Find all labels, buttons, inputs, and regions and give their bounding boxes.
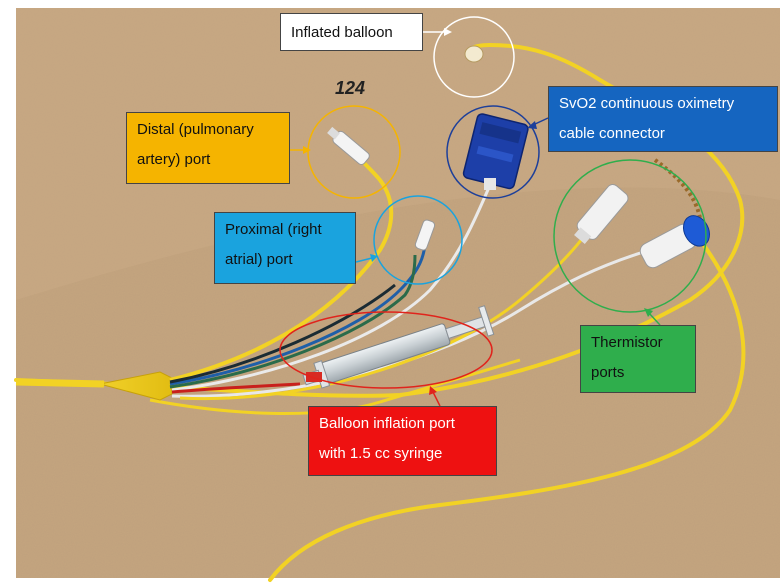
svo2-label-line-2: cable connector	[559, 125, 665, 142]
catheter-entry	[15, 378, 105, 388]
distal-port-label-line-1: Distal (pulmonary	[137, 121, 254, 138]
svo2-connector-label: SvO2 continuous oximetry cable connector	[548, 86, 778, 152]
thermistor-ports-label: Thermistor ports	[580, 325, 696, 393]
cardboard-shading	[16, 8, 780, 300]
lumen-red-balloon	[171, 382, 301, 394]
catheter-lower-sweep	[268, 238, 746, 582]
inflated-balloon-circle	[433, 16, 515, 98]
lumen-distal-yellow	[169, 148, 394, 382]
distal-port-label-line-2: artery) port	[137, 151, 211, 168]
balloon-label-line-1: Balloon inflation port	[319, 415, 455, 432]
proximal-port-label: Proximal (right atrial) port	[214, 212, 356, 284]
lumen-white-svo2	[171, 184, 492, 392]
proximal-label-line-2: atrial) port	[225, 251, 293, 268]
inflated-balloon-label-line: Inflated balloon	[291, 24, 393, 41]
inflated-balloon-tip	[464, 45, 484, 63]
thermistor-label-line-2: ports	[591, 364, 625, 381]
balloon-valve-red	[306, 372, 322, 382]
distal-port-label: Distal (pulmonary artery) port	[126, 112, 290, 184]
distal-port-connector	[327, 126, 370, 166]
lumen-dark	[169, 283, 396, 384]
svo2-connector-neck	[484, 178, 496, 190]
svo2-label-line-1: SvO2 continuous oximetry	[559, 95, 735, 112]
svo2-connector	[462, 113, 529, 190]
proximal-label-line-1: Proximal (right	[225, 221, 322, 238]
thermistor-connector-1	[574, 183, 629, 245]
proximal-port-connector	[414, 219, 436, 251]
thermistor-connector-2	[639, 215, 710, 269]
thermistor-label-line-1: Thermistor	[591, 334, 663, 351]
balloon-inflation-port-label: Balloon inflation port with 1.5 cc syrin…	[308, 406, 497, 476]
distal-port-circle	[307, 105, 401, 199]
catheter-main-loop	[14, 43, 745, 398]
proximal-port-circle	[373, 195, 463, 285]
inflated-balloon-label: Inflated balloon	[280, 13, 423, 51]
balloon-label-line-2: with 1.5 cc syringe	[319, 445, 443, 462]
balloon-port-circle	[279, 311, 493, 389]
svo2-connector-circle	[446, 105, 540, 199]
board-number: 124	[335, 78, 365, 98]
thermistor-circle	[553, 159, 707, 313]
lumen-green	[169, 254, 417, 389]
catheter-lower-tail	[149, 358, 521, 416]
leader-arrows	[290, 28, 661, 407]
